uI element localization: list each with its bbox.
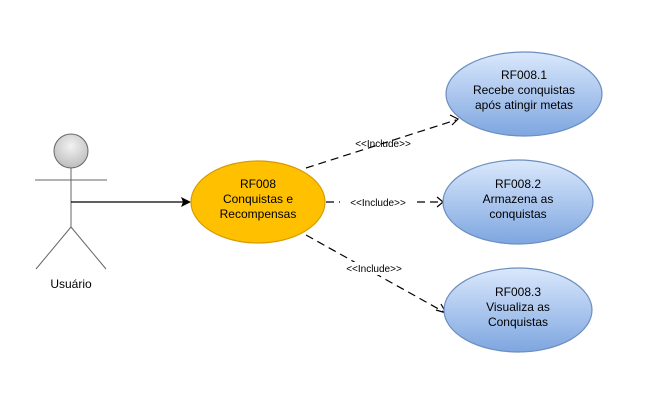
- sub-use-case-1[interactable]: RF008.1 Recebe conquistas após atingir m…: [445, 51, 603, 137]
- sub-use-case-2-line-2: Armazena as: [483, 192, 554, 206]
- main-use-case-line-3: Recompensas: [220, 207, 297, 221]
- association-arrowhead: [181, 197, 191, 207]
- include-label-3: <<Include>>: [346, 264, 402, 275]
- include-relation-2: <<Include>>: [326, 196, 444, 209]
- include-label-1: <<Include>>: [355, 139, 411, 150]
- sub-use-case-2[interactable]: RF008.2 Armazena as conquistas: [442, 159, 594, 245]
- sub-use-case-1-line-3: após atingir metas: [475, 98, 573, 112]
- include-label-2: <<Include>>: [350, 198, 406, 209]
- sub-use-case-1-line-2: Recebe conquistas: [473, 83, 575, 97]
- association-line: [71, 197, 191, 207]
- main-use-case-line-1: RF008: [240, 177, 276, 191]
- include-relation-3: <<Include>>: [305, 234, 448, 314]
- actor-right-leg: [70, 226, 107, 270]
- main-use-case-line-2: Conquistas e: [223, 192, 293, 206]
- sub-use-case-2-line-1: RF008.2: [495, 177, 541, 191]
- sub-use-case-3[interactable]: RF008.3 Visualiza as Conquistas: [443, 267, 593, 353]
- include-relation-1: <<Include>>: [305, 114, 460, 169]
- sub-use-case-3-line-3: Conquistas: [488, 315, 548, 329]
- sub-use-case-2-line-3: conquistas: [489, 207, 546, 221]
- actor[interactable]: Usuário: [35, 133, 107, 291]
- actor-head: [53, 133, 89, 169]
- sub-use-case-1-line-1: RF008.1: [501, 68, 547, 82]
- actor-label: Usuário: [50, 277, 92, 291]
- sub-use-case-3-line-1: RF008.3: [495, 285, 541, 299]
- actor-left-leg: [35, 226, 72, 270]
- main-use-case[interactable]: RF008 Conquistas e Recompensas: [190, 160, 326, 244]
- sub-use-case-3-line-2: Visualiza as: [486, 300, 550, 314]
